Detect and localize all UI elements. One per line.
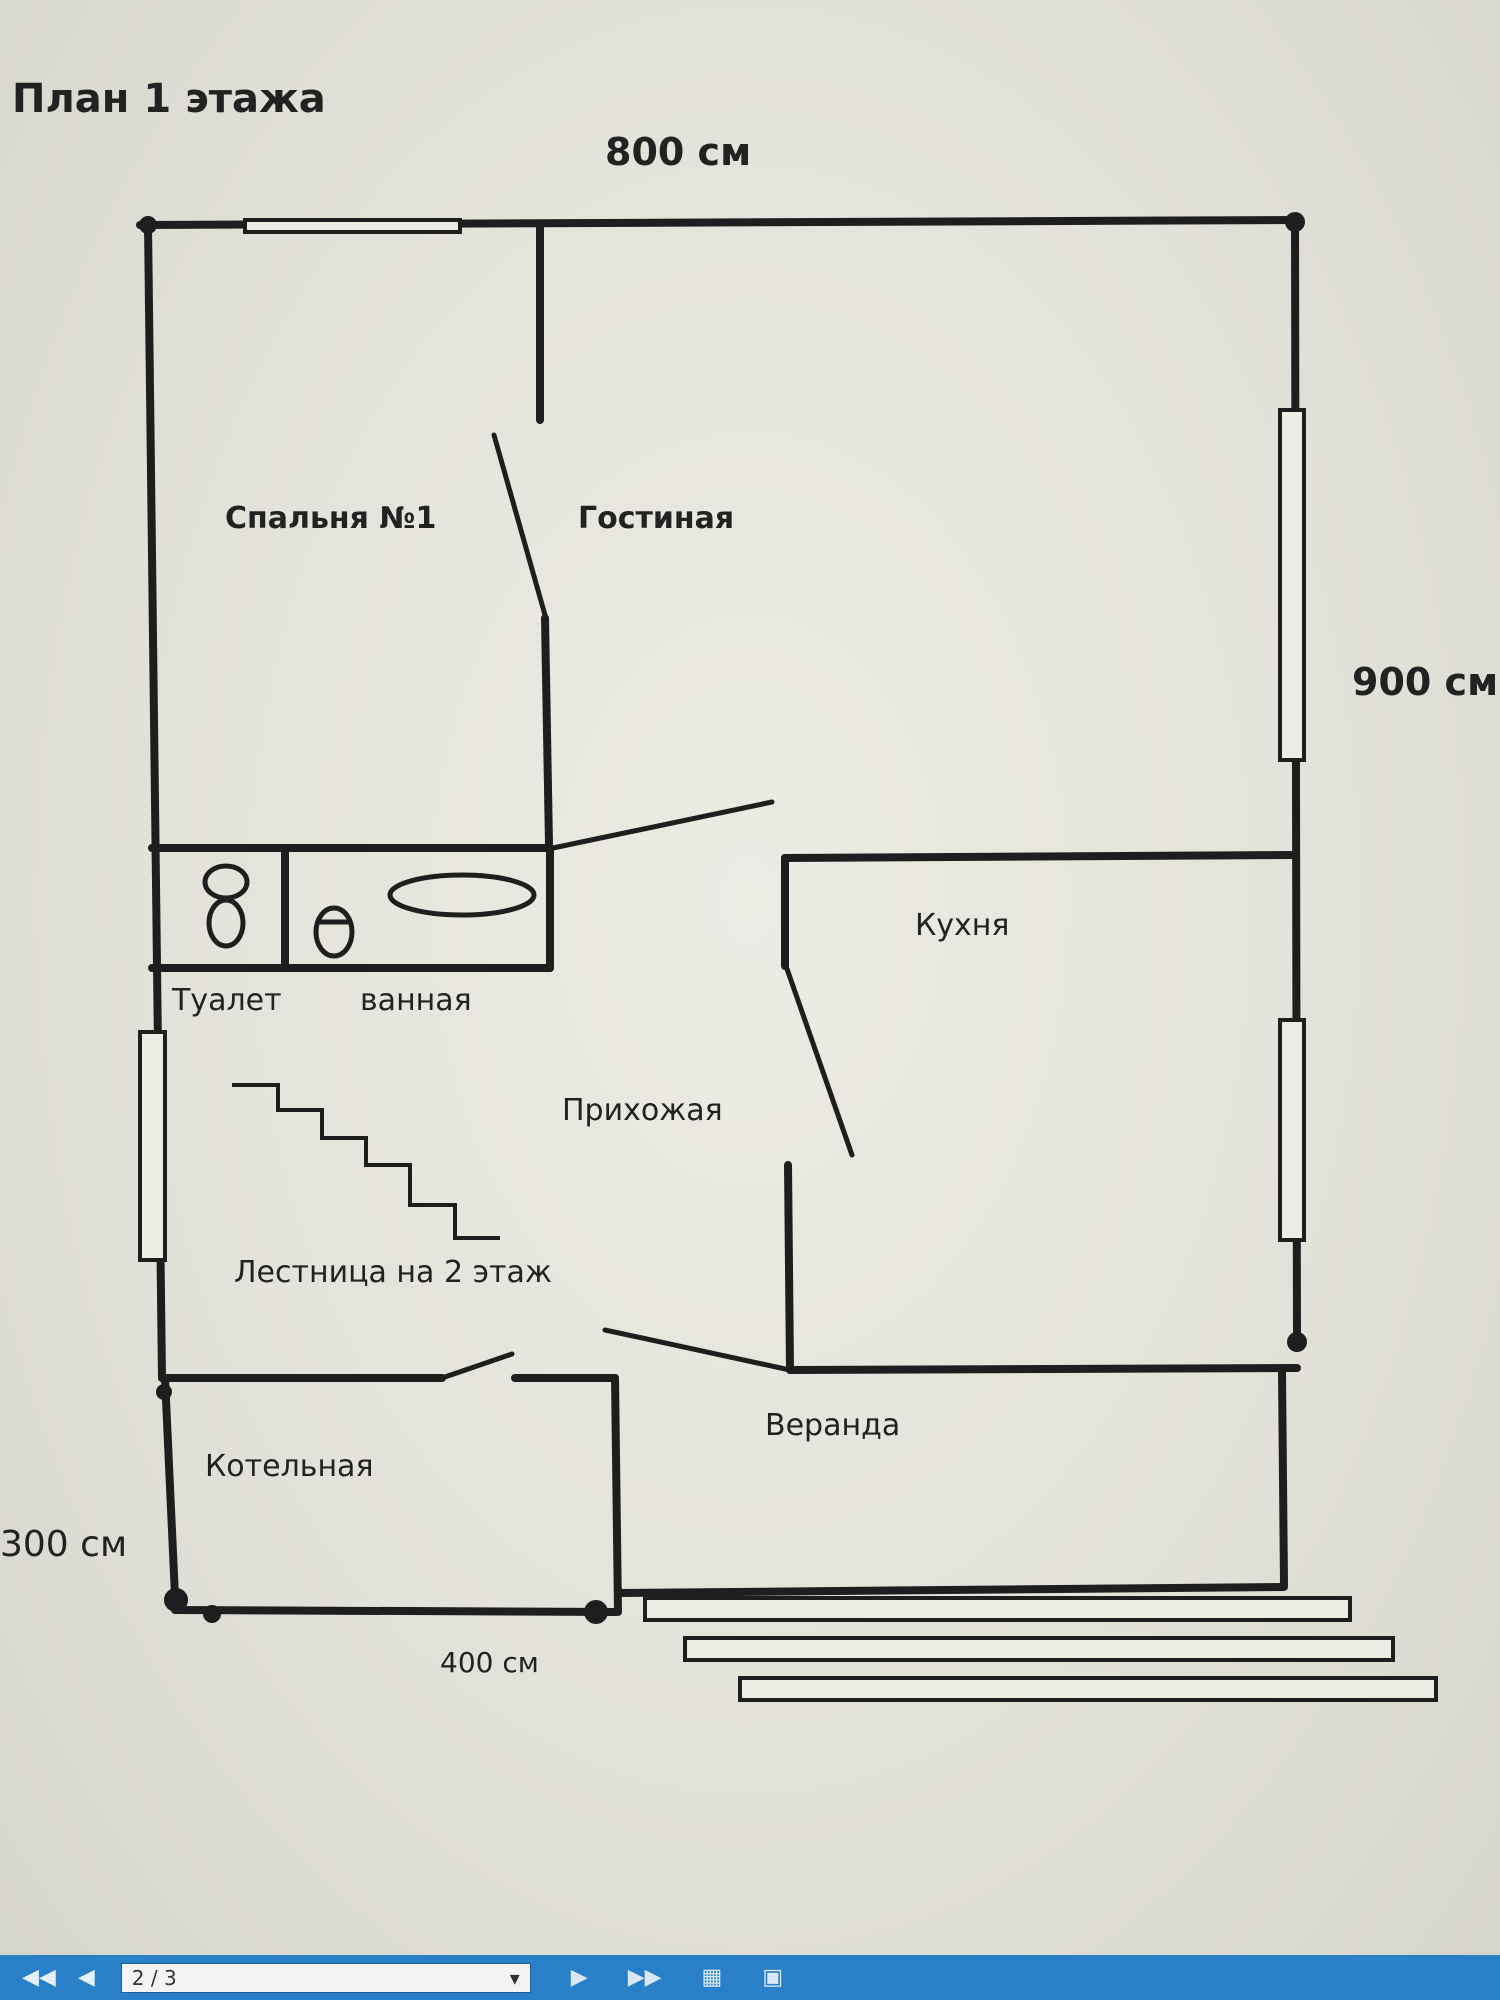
chevron-down-icon: ▾ — [509, 1965, 520, 1990]
room-label-living: Гостиная — [578, 501, 734, 536]
window-right-lower — [1278, 1018, 1306, 1242]
dimension-left-annex: 300 см — [0, 1524, 127, 1565]
corner-post — [164, 1588, 188, 1612]
room-label-hall: Прихожая — [562, 1093, 723, 1128]
fixtures — [202, 863, 537, 959]
sink-icon — [313, 905, 355, 959]
wall-boiler-bottom — [171, 1606, 619, 1616]
room-label-veranda: Веранда — [765, 1408, 900, 1443]
page-indicator: 2 / 3 — [131, 1965, 177, 1990]
wall-kitchen-left-lower — [784, 1161, 794, 1374]
door-boiler — [439, 1351, 515, 1381]
veranda-steps — [643, 1596, 1438, 1702]
fit-page-icon[interactable]: ▣ — [762, 1965, 784, 1990]
grid-view-icon[interactable]: ▦ — [701, 1965, 723, 1990]
dimension-right: 900 см — [1352, 660, 1498, 704]
staircase-icon — [232, 1083, 500, 1240]
corner-post — [584, 1600, 608, 1624]
door-bedroom — [491, 432, 548, 618]
room-label-boiler: Котельная — [205, 1449, 374, 1484]
wall-veranda-bottom — [614, 1583, 1288, 1597]
step — [643, 1596, 1352, 1622]
room-label-stairs: Лестница на 2 этаж — [234, 1255, 552, 1290]
corner-post — [139, 216, 157, 234]
dimension-top: 800 см — [605, 130, 751, 174]
door-veranda — [602, 1327, 793, 1373]
corner-post — [1287, 1332, 1307, 1352]
floor-plan: План 1 этажа 800 см 900 см 300 см 400 см — [0, 76, 1498, 1702]
step — [738, 1676, 1438, 1702]
walls — [136, 216, 1301, 1616]
wall-veranda-right — [1278, 1368, 1288, 1589]
window-right-upper — [1278, 408, 1306, 762]
bathtub-icon — [387, 872, 537, 918]
corner-post — [156, 1384, 172, 1400]
room-label-bath: ванная — [360, 983, 472, 1018]
toilet-bowl-icon — [206, 897, 246, 949]
room-label-kitchen: Кухня — [915, 908, 1009, 943]
doors — [439, 432, 855, 1381]
page-selector[interactable]: 2 / 3 ▾ — [120, 1962, 531, 1993]
door-kitchen — [783, 963, 855, 1158]
corner-post — [203, 1605, 221, 1623]
dimension-bottom-annex: 400 см — [440, 1646, 539, 1679]
wall-boiler-left — [161, 1374, 179, 1600]
window-top — [243, 218, 462, 234]
room-label-toilet: Туалет — [171, 983, 282, 1018]
room-label-bedroom: Спальня №1 — [225, 501, 436, 536]
last-page-icon[interactable]: ▶▶ — [627, 1965, 662, 1990]
wall-kitchen-top — [781, 851, 1299, 862]
next-page-icon[interactable]: ▶ — [570, 1965, 588, 1990]
plan-title: План 1 этажа — [12, 76, 326, 122]
door-living — [550, 799, 775, 851]
toilet-tank-icon — [202, 863, 250, 901]
prev-page-icon[interactable]: ◀ — [77, 1965, 95, 1990]
corner-post — [1285, 212, 1305, 232]
windows — [138, 218, 1306, 1262]
corner-posts — [139, 212, 1307, 1624]
viewer-toolbar: ◀◀ ◀ 2 / 3 ▾ ▶ ▶▶ ▦ ▣ — [0, 1955, 1500, 2000]
wall-boiler-right — [611, 1374, 622, 1616]
partition-bedroom-lower — [541, 614, 553, 849]
step — [683, 1636, 1395, 1662]
window-left — [138, 1030, 167, 1262]
first-page-icon[interactable]: ◀◀ — [22, 1965, 56, 1990]
wall-kitchen-bottom — [786, 1364, 1301, 1374]
